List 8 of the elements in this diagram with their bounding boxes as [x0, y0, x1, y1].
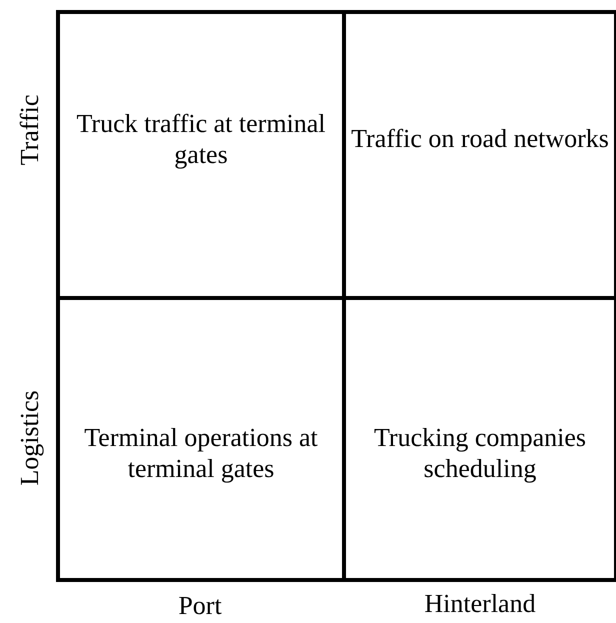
cell-text: Truck traffic at terminal gates — [75, 108, 327, 170]
cell-text: Trucking companies scheduling — [372, 422, 588, 484]
column-axis-label: Port — [178, 591, 222, 621]
cell-text: Traffic on road networks — [351, 123, 609, 155]
row-axis-label: Logistics — [15, 390, 45, 486]
row-axis-label: Traffic — [15, 94, 45, 166]
column-axis-label: Hinterland — [424, 589, 536, 619]
cell-text: Terminal operations at terminal gates — [83, 422, 319, 484]
